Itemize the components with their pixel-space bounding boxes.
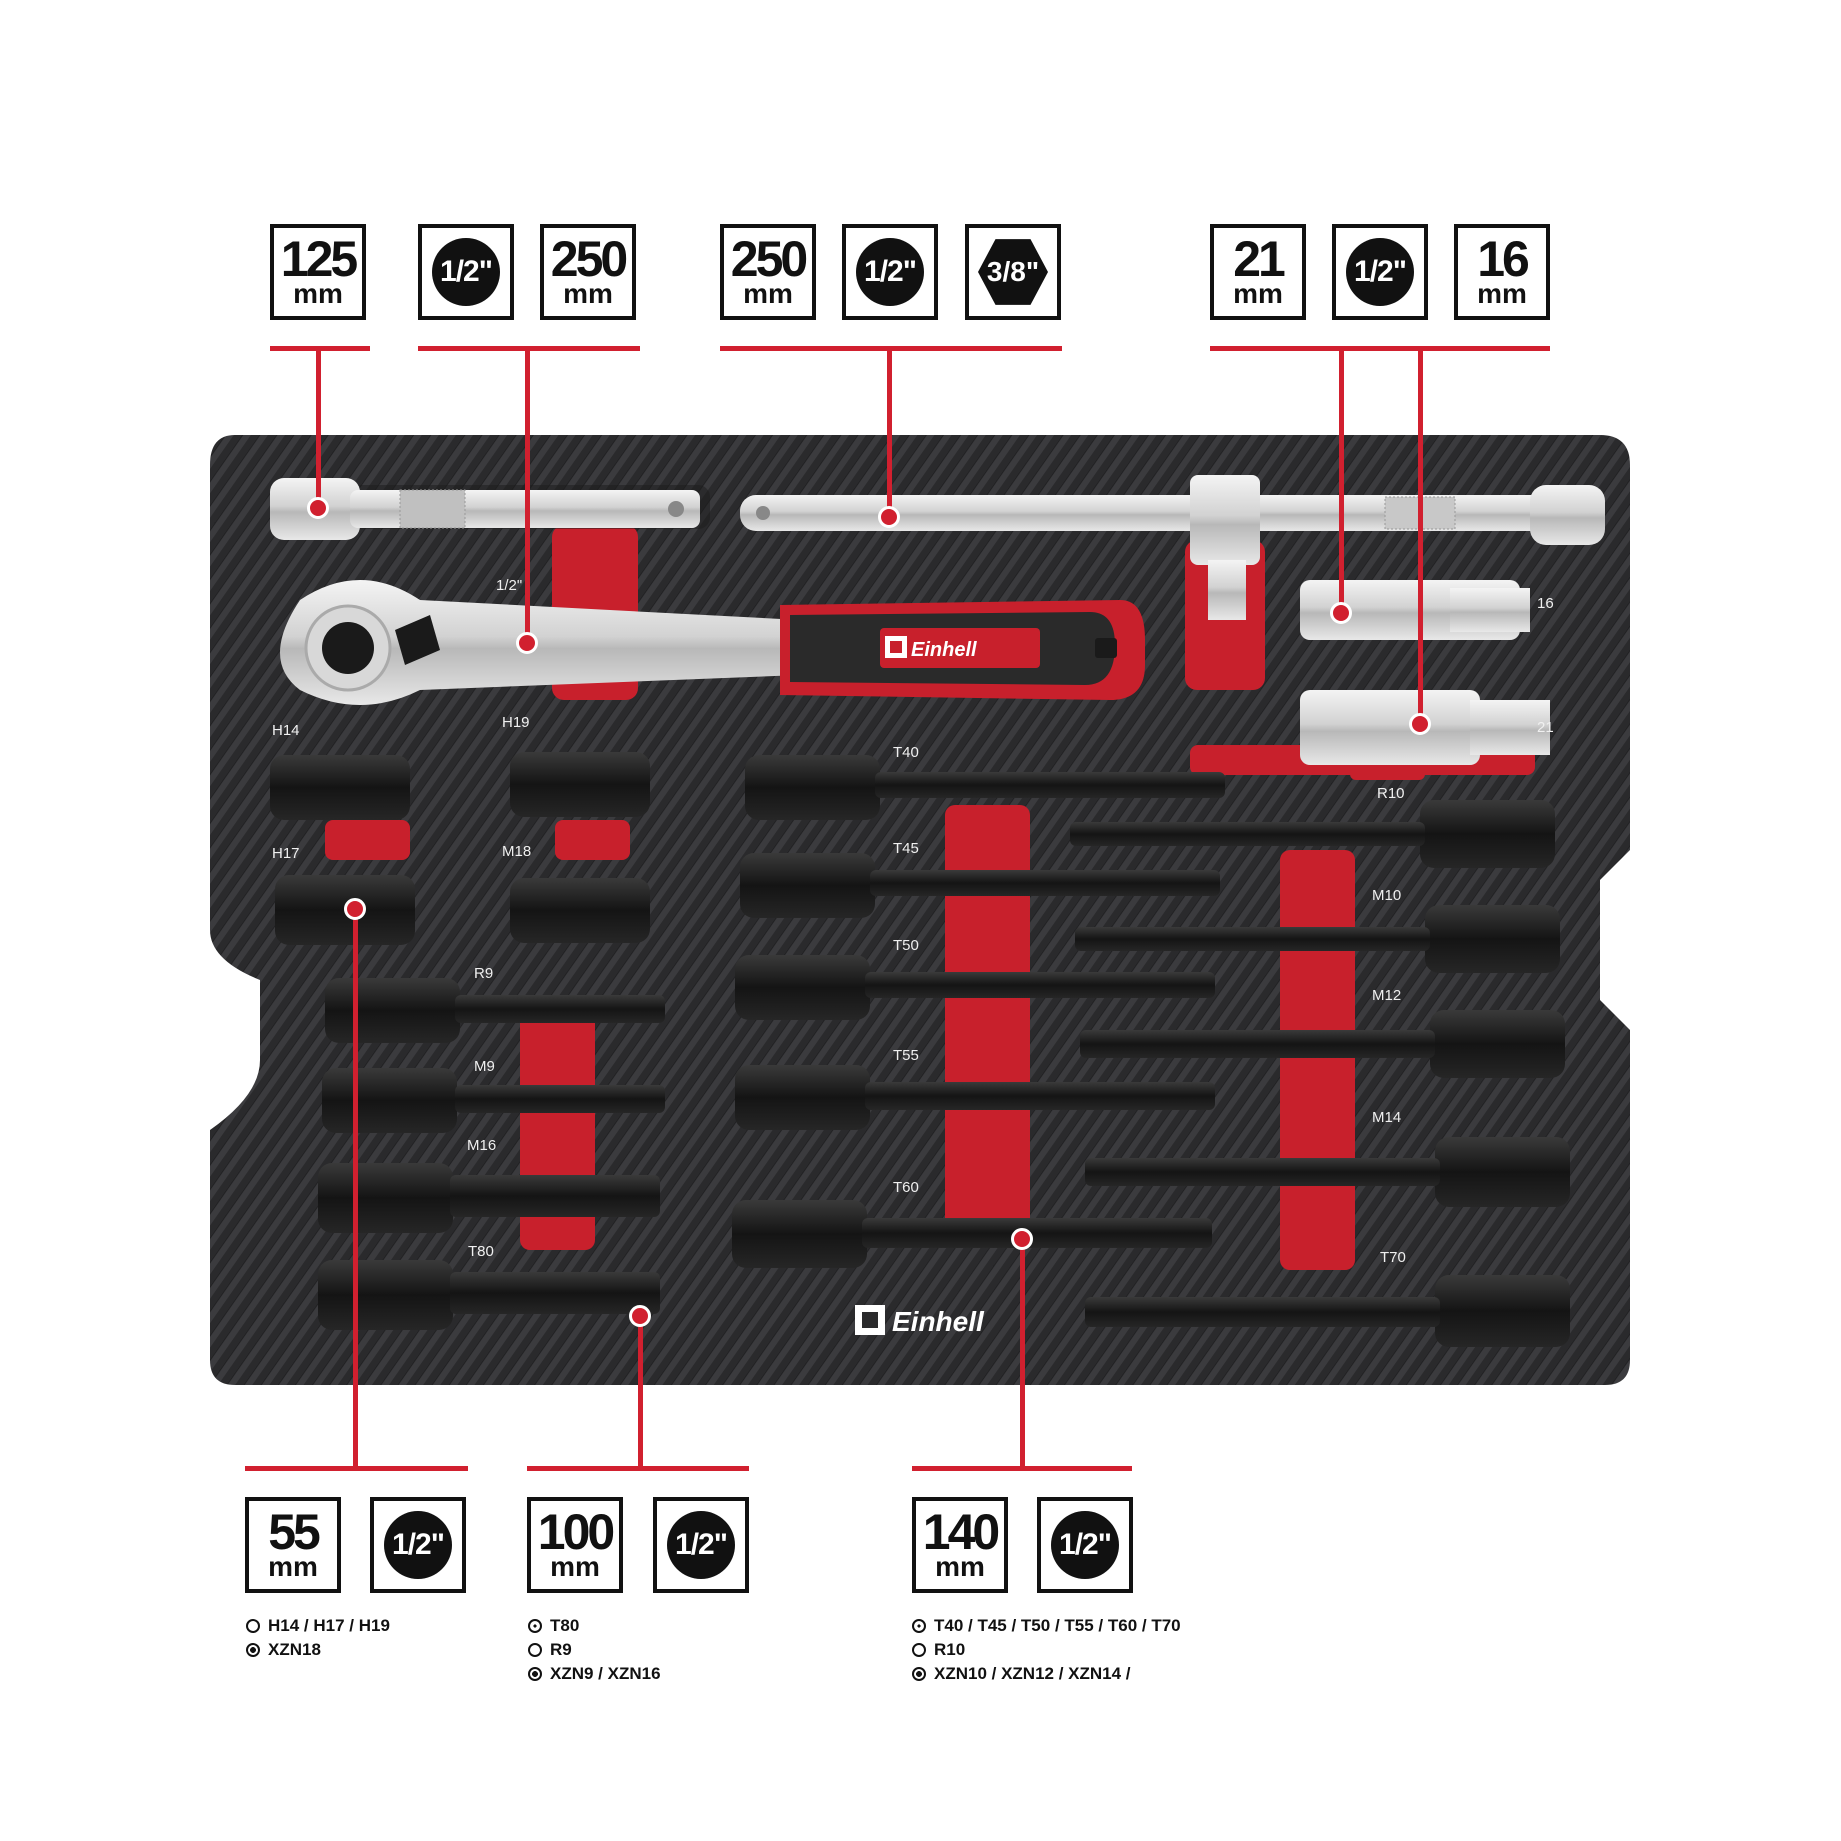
t-bar <box>740 475 1605 620</box>
xzn-socket-icon <box>246 1643 260 1657</box>
hex-socket-icon <box>528 1643 542 1657</box>
spec-box-spark-16: 16 mm <box>1454 224 1550 320</box>
spec-number: 250 <box>730 231 808 287</box>
spec-box-extension-125: 125 mm <box>270 224 366 320</box>
hex-three-eighths-icon: 3/8" <box>978 239 1048 305</box>
label-r10: R10 <box>1377 785 1405 802</box>
label-m10: M10 <box>1372 887 1401 904</box>
spec-number: 21 <box>1233 231 1286 287</box>
label-spark16: 16 <box>1537 595 1554 612</box>
spec-unit: mm <box>550 1551 600 1582</box>
label-spark21: 21 <box>1537 719 1554 736</box>
legend-row: R10 <box>912 1638 1181 1662</box>
impact-sockets <box>270 752 1570 1347</box>
legend-text: XZN9 / XZN16 <box>550 1664 661 1683</box>
xzn-socket-icon <box>528 1667 542 1681</box>
spec-box-drive-140: 1/2" <box>1037 1497 1133 1593</box>
spec-unit: mm <box>935 1551 985 1582</box>
drive-half-inch-icon: 1/2" <box>384 1511 452 1579</box>
legend-text: R10 <box>934 1640 966 1659</box>
ratchet-wrench <box>280 580 1145 705</box>
einhell-logo-tray: Einhell <box>855 1305 985 1337</box>
svg-text:Einhell: Einhell <box>911 639 977 661</box>
drive-half-inch-icon: 1/2" <box>432 238 500 306</box>
label-t70: T70 <box>1380 1249 1406 1266</box>
spec-box-length-55: 55 mm <box>245 1497 341 1593</box>
label-h14: H14 <box>272 722 300 739</box>
spec-box-spark-21: 21 mm <box>1210 224 1306 320</box>
label-t60: T60 <box>893 1179 919 1196</box>
legend-text: H14 / H17 / H19 <box>268 1616 390 1635</box>
legend-row: H14 / H17 / H19 <box>246 1614 390 1638</box>
spec-box-drive-100: 1/2" <box>653 1497 749 1593</box>
label-r9: R9 <box>474 965 493 982</box>
label-ratchet: 1/2" <box>496 577 522 594</box>
legend-text: T80 <box>550 1616 580 1635</box>
spec-number: 100 <box>537 1504 615 1560</box>
xzn-socket-icon <box>912 1667 926 1681</box>
spec-number: 16 <box>1477 231 1530 287</box>
label-t45: T45 <box>893 840 919 857</box>
label-m14: M14 <box>1372 1109 1401 1126</box>
legend-text: R9 <box>550 1640 572 1659</box>
spark-plug-socket-21 <box>1300 690 1550 765</box>
legend-row: T80 <box>528 1614 661 1638</box>
label-t50: T50 <box>893 937 919 954</box>
spec-unit: mm <box>1233 278 1283 309</box>
legend-140: T40 / T45 / T50 / T55 / T60 / T70 R10 XZ… <box>912 1614 1181 1686</box>
label-m9: M9 <box>474 1058 495 1075</box>
spec-unit: mm <box>563 278 613 309</box>
hex-socket-icon <box>246 1619 260 1633</box>
spec-box-tbar-drive: 1/2" <box>842 224 938 320</box>
label-t80: T80 <box>468 1243 494 1260</box>
spec-box-spark-drive: 1/2" <box>1332 224 1428 320</box>
label-t40: T40 <box>893 744 919 761</box>
spec-number: 125 <box>280 231 358 287</box>
spec-box-drive-55: 1/2" <box>370 1497 466 1593</box>
spec-box-tbar-hex: 3/8" <box>965 224 1061 320</box>
spec-unit: mm <box>293 278 343 309</box>
tray-labels: 1/2" 16 21 H14 H19 H17 M18 R9 M9 M16 T80… <box>272 577 1554 1266</box>
spec-unit: mm <box>1477 278 1527 309</box>
legend-text: XZN18 <box>268 1640 321 1659</box>
label-t55: T55 <box>893 1047 919 1064</box>
hex-socket-icon <box>912 1643 926 1657</box>
legend-row: R9 <box>528 1638 661 1662</box>
einhell-logo-handle: Einhell <box>885 636 977 661</box>
spec-box-length-100: 100 mm <box>527 1497 623 1593</box>
legend-100: T80 R9 XZN9 / XZN16 <box>528 1614 661 1686</box>
legend-text: T40 / T45 / T50 / T55 / T60 / T70 <box>934 1616 1181 1635</box>
spec-number: 55 <box>268 1504 321 1560</box>
label-m18: M18 <box>502 843 531 860</box>
drive-half-inch-icon: 1/2" <box>667 1511 735 1579</box>
legend-55: H14 / H17 / H19 XZN18 <box>246 1614 390 1662</box>
label-h17: H17 <box>272 845 300 862</box>
spec-box-length-140: 140 mm <box>912 1497 1008 1593</box>
legend-row: XZN9 / XZN16 <box>528 1662 661 1686</box>
torx-socket-icon <box>912 1619 926 1633</box>
drive-half-inch-icon: 1/2" <box>856 238 924 306</box>
label-m12: M12 <box>1372 987 1401 1004</box>
legend-row: T40 / T45 / T50 / T55 / T60 / T70 <box>912 1614 1181 1638</box>
drive-half-inch-icon: 1/2" <box>1051 1511 1119 1579</box>
legend-row: XZN10 / XZN12 / XZN14 / <box>912 1662 1181 1686</box>
legend-row: XZN18 <box>246 1638 390 1662</box>
spec-number: 250 <box>550 231 628 287</box>
spec-unit: mm <box>743 278 793 309</box>
label-m16: M16 <box>467 1137 496 1154</box>
legend-text: XZN10 / XZN12 / XZN14 / <box>934 1664 1131 1683</box>
torx-socket-icon <box>528 1619 542 1633</box>
spark-plug-socket-16 <box>1300 580 1530 640</box>
spec-number: 140 <box>922 1504 1000 1560</box>
label-h19: H19 <box>502 714 530 731</box>
svg-text:Einhell: Einhell <box>892 1306 985 1337</box>
spec-unit: mm <box>268 1551 318 1582</box>
spec-box-ratchet-drive: 1/2" <box>418 224 514 320</box>
spec-box-tbar-length: 250 mm <box>720 224 816 320</box>
spec-box-ratchet-length: 250 mm <box>540 224 636 320</box>
drive-half-inch-icon: 1/2" <box>1346 238 1414 306</box>
